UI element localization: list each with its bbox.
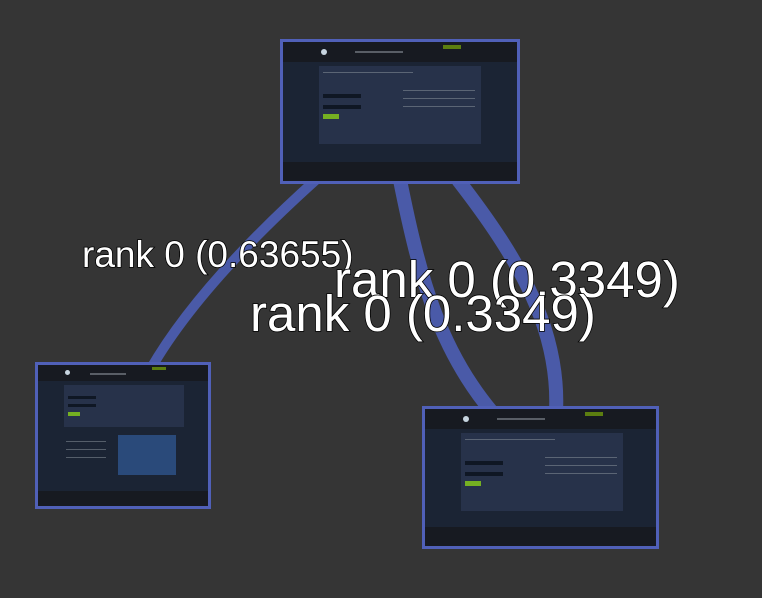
info-text xyxy=(545,473,617,474)
password-field xyxy=(323,105,361,109)
password-field xyxy=(465,472,503,476)
steam-footer xyxy=(38,491,208,506)
username-field xyxy=(68,396,96,399)
signin-button xyxy=(68,412,80,416)
info-text xyxy=(403,106,475,107)
install-button xyxy=(152,367,166,370)
promo-text xyxy=(66,457,106,458)
nav-links xyxy=(355,51,403,53)
username-field xyxy=(323,94,361,98)
install-button xyxy=(443,45,461,49)
edge-label-top-right-b: rank 0 (0.3349) xyxy=(249,284,596,343)
steam-logo-icon xyxy=(65,370,70,375)
nav-links xyxy=(90,373,126,375)
edge-top-right-a xyxy=(393,178,498,417)
panel-heading xyxy=(465,439,555,440)
node-right-screenshot[interactable] xyxy=(422,406,659,549)
signin-button xyxy=(465,481,481,486)
edge-top-left xyxy=(145,174,322,373)
node-left-screenshot[interactable] xyxy=(35,362,211,509)
info-text xyxy=(403,98,475,99)
steam-logo-icon xyxy=(321,49,327,55)
steam-logo-icon xyxy=(463,416,469,422)
panel-heading xyxy=(323,72,413,73)
password-field xyxy=(68,404,96,407)
install-button xyxy=(585,412,603,416)
promo-text xyxy=(66,441,106,442)
edge-label-top-right-a: rank 0 (0.3349) xyxy=(333,250,680,309)
node-top-screenshot[interactable] xyxy=(280,39,520,184)
edge-top-right-b xyxy=(452,175,564,413)
signin-button xyxy=(323,114,339,119)
info-text xyxy=(545,465,617,466)
promo-text xyxy=(66,449,106,450)
steam-footer xyxy=(425,527,656,546)
edge-label-top-left: rank 0 (0.63655) xyxy=(81,233,354,276)
promo-image xyxy=(118,435,176,475)
steam-footer xyxy=(283,162,517,181)
info-text xyxy=(545,457,617,458)
nav-links xyxy=(497,418,545,420)
username-field xyxy=(465,461,503,465)
info-text xyxy=(403,90,475,91)
